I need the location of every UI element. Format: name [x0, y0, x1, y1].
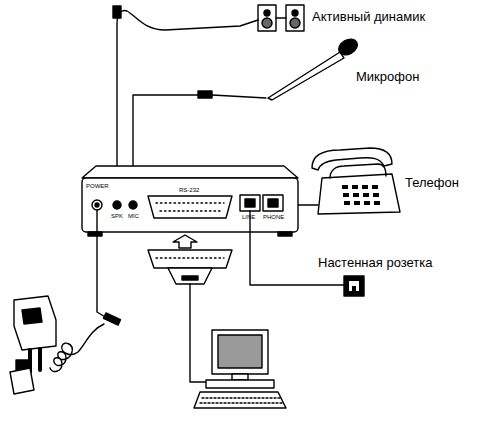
microphone-icon	[268, 36, 360, 100]
port-label: RS-232	[179, 187, 199, 194]
audio-plug	[113, 6, 121, 18]
wall-socket-icon	[344, 276, 364, 296]
speaker-icon	[258, 5, 304, 31]
power-wire	[97, 210, 110, 320]
computer-icon	[194, 330, 286, 408]
serial-cable	[190, 284, 212, 382]
audio-plug	[198, 91, 212, 98]
microphone-wire	[212, 95, 266, 98]
line-wire	[250, 211, 344, 285]
db25-plug	[148, 250, 232, 284]
component-label: Телефон	[405, 176, 459, 190]
port-label: POWER	[86, 183, 109, 190]
insert-arrow	[173, 235, 197, 248]
port-label: LINE	[242, 214, 255, 221]
component-label: Микрофон	[356, 70, 419, 84]
component-label: Активный динамик	[312, 10, 425, 24]
modem-body	[82, 166, 298, 236]
port-label: PHONE	[263, 214, 284, 221]
port-label: SPK	[111, 213, 123, 220]
power-adapter-icon	[10, 296, 121, 394]
telephone-icon	[312, 148, 400, 214]
port-label: MIC	[128, 213, 139, 220]
component-label: Настенная розетка	[318, 256, 432, 270]
